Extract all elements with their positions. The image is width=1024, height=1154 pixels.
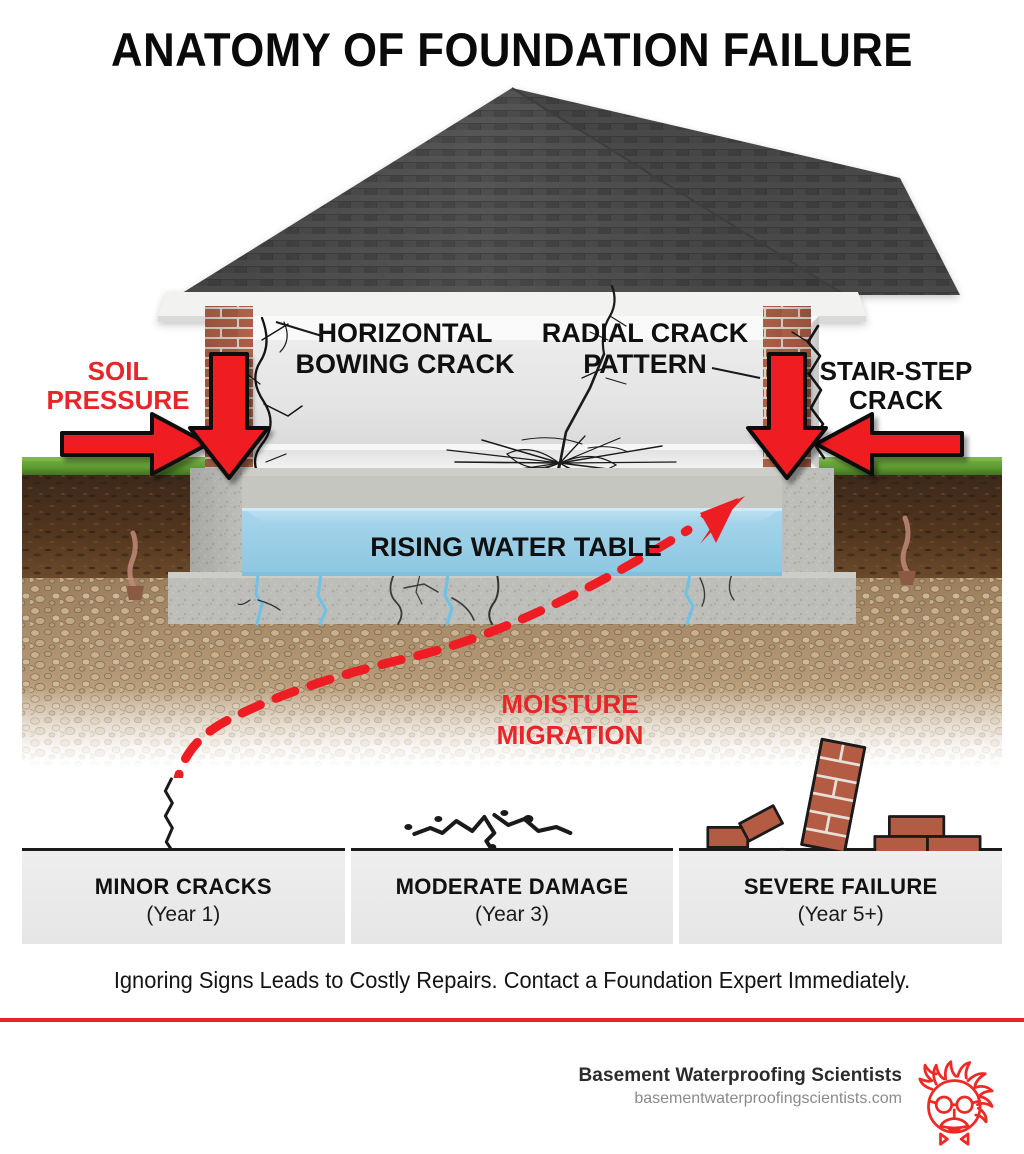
label-moisture-line1: MOISTURE: [501, 689, 638, 719]
single-crack-icon: [163, 777, 174, 851]
soil-pressure-arrow-right: [814, 412, 964, 476]
moisture-migration-path: [173, 496, 745, 778]
rising-water-table: [242, 508, 782, 576]
label-horizontal-crack-line2: BOWING CRACK: [296, 349, 515, 379]
label-soil-pressure-line2: PRESSURE: [46, 385, 189, 415]
brand-block: Basement Waterproofing Scientists baseme…: [578, 1065, 902, 1108]
label-radial-crack-line2: PATTERN: [583, 349, 707, 379]
label-moisture-line2: MIGRATION: [497, 720, 644, 750]
label-water-table: RISING WATER TABLE: [370, 532, 662, 562]
soil-pressure-arrow-left: [60, 412, 210, 476]
brand-name: Basement Waterproofing Scientists: [578, 1065, 902, 1086]
scientist-head-logo: [918, 1060, 994, 1146]
basement-interior: [205, 316, 819, 495]
down-load-arrow-left: [188, 352, 270, 480]
cutaway-illustration: SOIL PRESSURE HORIZONTAL BOWING CRACK RA…: [0, 78, 1024, 778]
tagline: Ignoring Signs Leads to Costly Repairs. …: [113, 967, 911, 993]
timeline-title: MODERATE DAMAGE: [395, 873, 629, 899]
timeline-subtitle: (Year 1): [146, 903, 221, 927]
label-stair-step-line1: STAIR-STEP: [820, 356, 973, 386]
timeline-cell-moderate[interactable]: MODERATE DAMAGE (Year 3): [350, 810, 674, 944]
footing-seepage-cracks: [237, 572, 735, 626]
label-leader-lines: [275, 321, 761, 379]
damage-timeline: MINOR CRACKS (Year 1) MODERATE DAMAGE: [22, 737, 1003, 944]
footer: Basement Waterproofing Scientists baseme…: [0, 1055, 1024, 1154]
concrete-foundation: [168, 468, 856, 626]
timeline-subtitle: (Year 3): [475, 903, 549, 927]
label-stair-step-line2: CRACK: [849, 385, 943, 415]
wide-crack-icon: [404, 810, 573, 851]
brand-url[interactable]: basementwaterproofingscientists.com: [634, 1090, 902, 1107]
page-title: ANATOMY OF FOUNDATION FAILURE: [111, 23, 913, 76]
timeline-subtitle: (Year 5+): [797, 903, 884, 927]
footer-divider: [0, 1018, 1024, 1022]
house-roof: [158, 87, 960, 322]
down-load-arrow-right: [746, 352, 828, 480]
label-soil-pressure-line1: SOIL: [88, 356, 149, 386]
timeline-title: SEVERE FAILURE: [743, 873, 938, 899]
timeline-cell-minor[interactable]: MINOR CRACKS (Year 1): [22, 777, 345, 944]
timeline-cell-severe[interactable]: SEVERE FAILURE (Year 5+): [679, 737, 1003, 944]
label-radial-crack-line1: RADIAL CRACK: [542, 318, 749, 348]
timeline-title: MINOR CRACKS: [94, 873, 272, 899]
label-horizontal-crack-line1: HORIZONTAL: [318, 318, 493, 348]
